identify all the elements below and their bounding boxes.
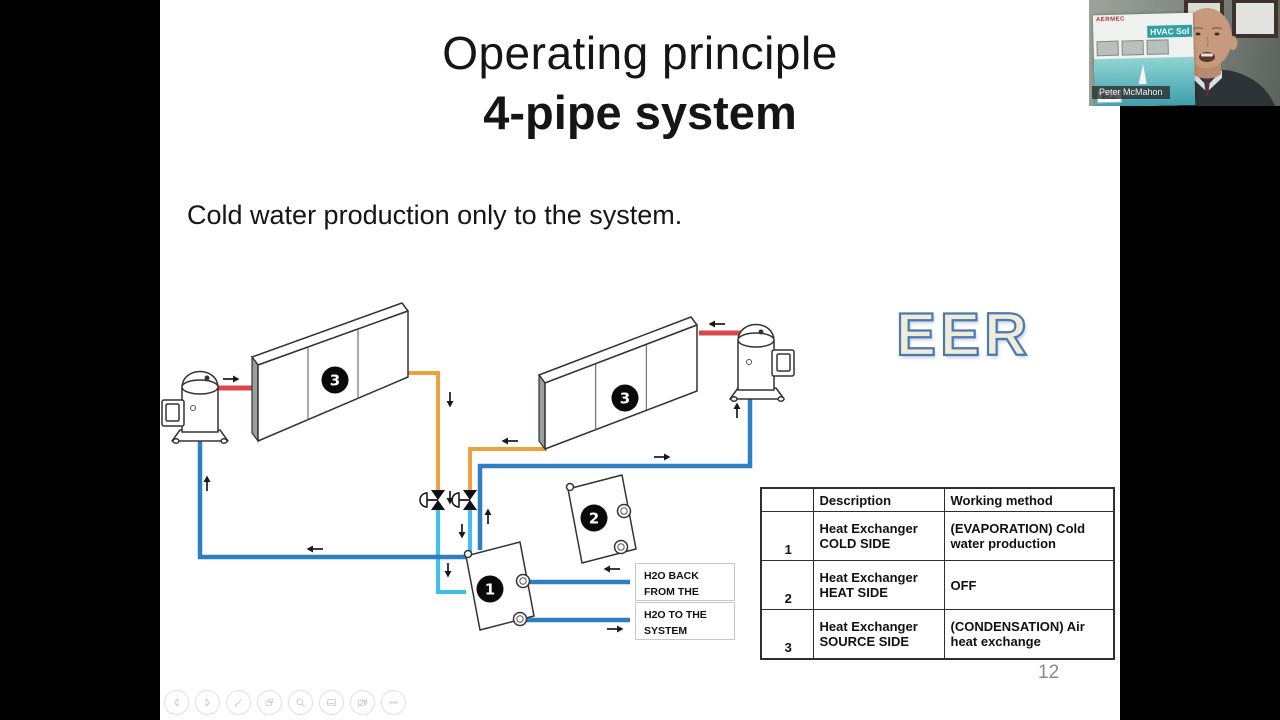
- refrigerant-pipes: [197, 330, 753, 623]
- slide-title: Operating principle 4-pipe system: [160, 26, 1120, 140]
- row-number: 3: [760, 609, 814, 660]
- previous-slide-button[interactable]: [164, 690, 189, 715]
- poster-product-images: [1096, 39, 1169, 57]
- flow-arrows: [203, 320, 741, 633]
- description-line: COLD SIDE: [819, 536, 891, 551]
- row-description: Heat Exchanger SOURCE SIDE: [812, 609, 945, 660]
- slide-subtitle: Cold water production only to the system…: [187, 200, 683, 230]
- table-row: 1 Heat Exchanger COLD SIDE (EVAPORATION)…: [760, 511, 1115, 561]
- table-row: 3 Heat Exchanger SOURCE SIDE (CONDENSATI…: [760, 609, 1115, 660]
- exchanger-heat-number: 2: [589, 510, 599, 528]
- header-description: Description: [812, 487, 945, 512]
- coil-right-number: 3: [620, 390, 630, 408]
- poster-brand-text: AERMEC: [1095, 16, 1126, 24]
- presentation-slide: Operating principle 4-pipe system Cold w…: [160, 0, 1120, 720]
- h2o-back-label: H2O BACK FROM THE SYSTEM: [635, 563, 735, 615]
- row-method: OFF: [943, 560, 1115, 610]
- ellipsis-icon: [389, 701, 398, 704]
- pen-icon: [234, 699, 242, 707]
- header-working-method: Working method: [943, 487, 1115, 512]
- slides-icon: [265, 698, 274, 706]
- row-description: Heat Exchanger HEAT SIDE: [812, 560, 945, 610]
- presenter-name-tag: Peter McMahon: [1092, 86, 1170, 99]
- row-method: (EVAPORATION) Cold water production: [943, 511, 1115, 561]
- description-line: Heat Exchanger: [819, 521, 918, 536]
- title-line-2: 4-pipe system: [483, 86, 797, 139]
- liquid-pipe-left: [406, 371, 440, 492]
- poster-title-text: HVAC Sol: [1147, 24, 1193, 38]
- letterbox-left: [0, 0, 160, 720]
- slide-sorter-button[interactable]: [257, 690, 282, 715]
- eer-label: EER: [895, 300, 1032, 369]
- presenter-video[interactable]: AERMEC HVAC Sol ECL Peter McMahon: [1089, 0, 1280, 106]
- captions-icon: [327, 699, 336, 706]
- row-number: 1: [760, 511, 814, 561]
- cold-pipe-left: [436, 508, 466, 594]
- description-line: Heat Exchanger: [819, 570, 918, 585]
- plate-exchanger-cold-side: 1: [463, 541, 535, 631]
- title-line-1: Operating principle: [442, 27, 838, 79]
- captions-button[interactable]: [319, 690, 344, 715]
- liquid-pipe-right: [468, 447, 547, 492]
- pen-button[interactable]: [226, 690, 251, 715]
- camera-button[interactable]: [350, 690, 375, 715]
- compressor-left: [161, 370, 229, 444]
- row-description: Heat Exchanger COLD SIDE: [812, 511, 945, 561]
- h2o-to-label: H2O TO THE SYSTEM: [635, 602, 735, 640]
- row-method: (CONDENSATION) Air heat exchange: [943, 609, 1115, 660]
- previous-icon: [173, 698, 179, 707]
- zoom-button[interactable]: [288, 690, 313, 715]
- expansion-valve-left: [419, 490, 445, 510]
- slide-page-number: 12: [1038, 662, 1060, 683]
- row-number: 2: [760, 560, 814, 610]
- description-line: HEAT SIDE: [819, 585, 888, 600]
- table-row: 2 Heat Exchanger HEAT SIDE OFF: [760, 560, 1115, 610]
- compressor-right: [729, 323, 795, 402]
- next-slide-button[interactable]: [195, 690, 220, 715]
- more-options-button[interactable]: [381, 690, 406, 715]
- presenter-toolbar: [164, 690, 406, 715]
- suction-pipe-left: [197, 441, 468, 560]
- coil-left-number: 3: [330, 372, 340, 390]
- system-diagram: 3 3: [161, 302, 795, 633]
- component-table: Description Working method 1 Heat Exchan…: [760, 487, 1115, 660]
- expansion-valve-right: [451, 490, 477, 510]
- air-coil-right: 3: [538, 316, 698, 451]
- air-coil-left: 3: [251, 302, 409, 443]
- camera-off-icon: [357, 698, 368, 707]
- next-icon: [205, 698, 211, 707]
- plate-exchanger-heat-side: 2: [565, 474, 637, 564]
- magnifier-icon: [296, 698, 305, 707]
- description-line: Heat Exchanger: [819, 619, 918, 634]
- table-header-row: Description Working method: [760, 487, 1115, 512]
- letterbox-right: [1120, 0, 1280, 720]
- suction-pipe-right: [477, 396, 753, 550]
- description-line: SOURCE SIDE: [819, 634, 910, 649]
- header-empty: [760, 487, 814, 512]
- exchanger-cold-number: 1: [485, 581, 495, 599]
- kitesurfer-shape: [1138, 63, 1147, 85]
